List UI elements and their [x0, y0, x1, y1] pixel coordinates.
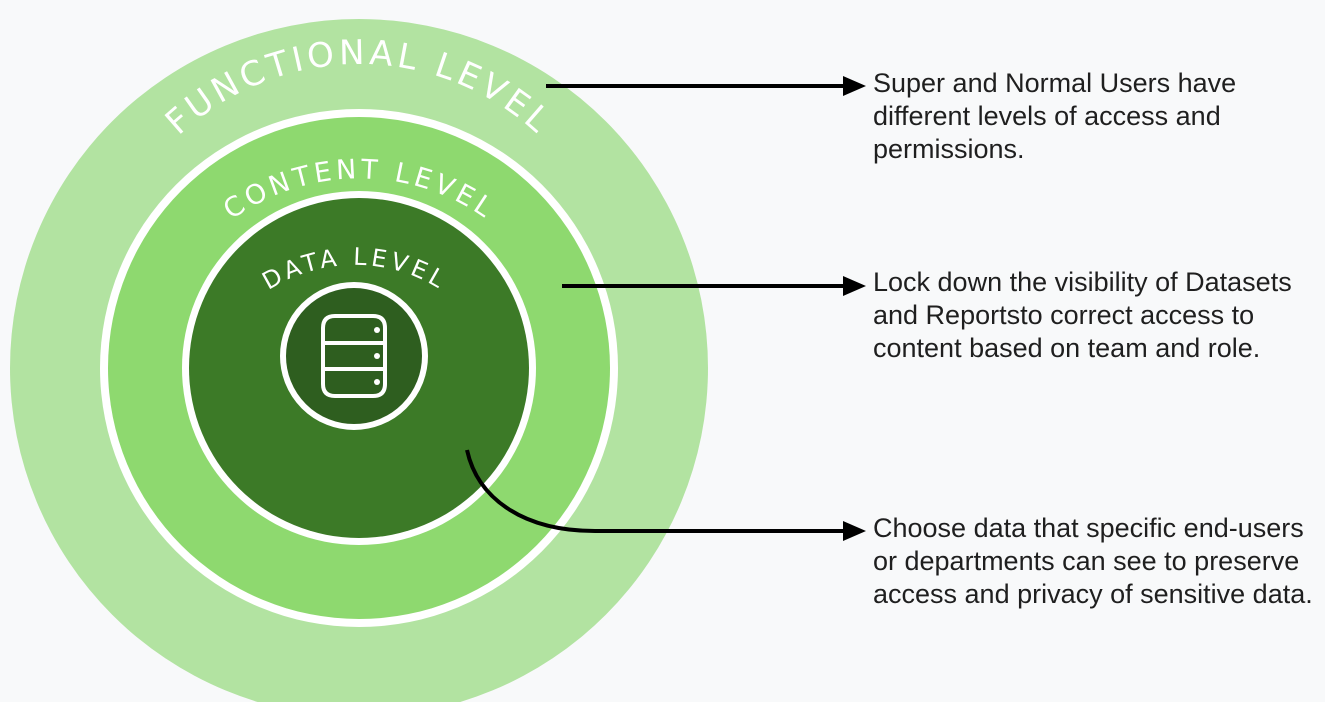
data-level-description: Choose data that specific end-users or d… — [873, 513, 1313, 609]
database-icon — [280, 282, 428, 430]
content-level-description: Lock down the visibility of Datasets and… — [873, 267, 1292, 363]
functional-level-description: Super and Normal Users have different le… — [873, 68, 1237, 164]
content-connector-arrow — [562, 276, 866, 296]
data-connector-arrow — [465, 449, 866, 541]
functional-connector-arrow — [546, 76, 866, 96]
